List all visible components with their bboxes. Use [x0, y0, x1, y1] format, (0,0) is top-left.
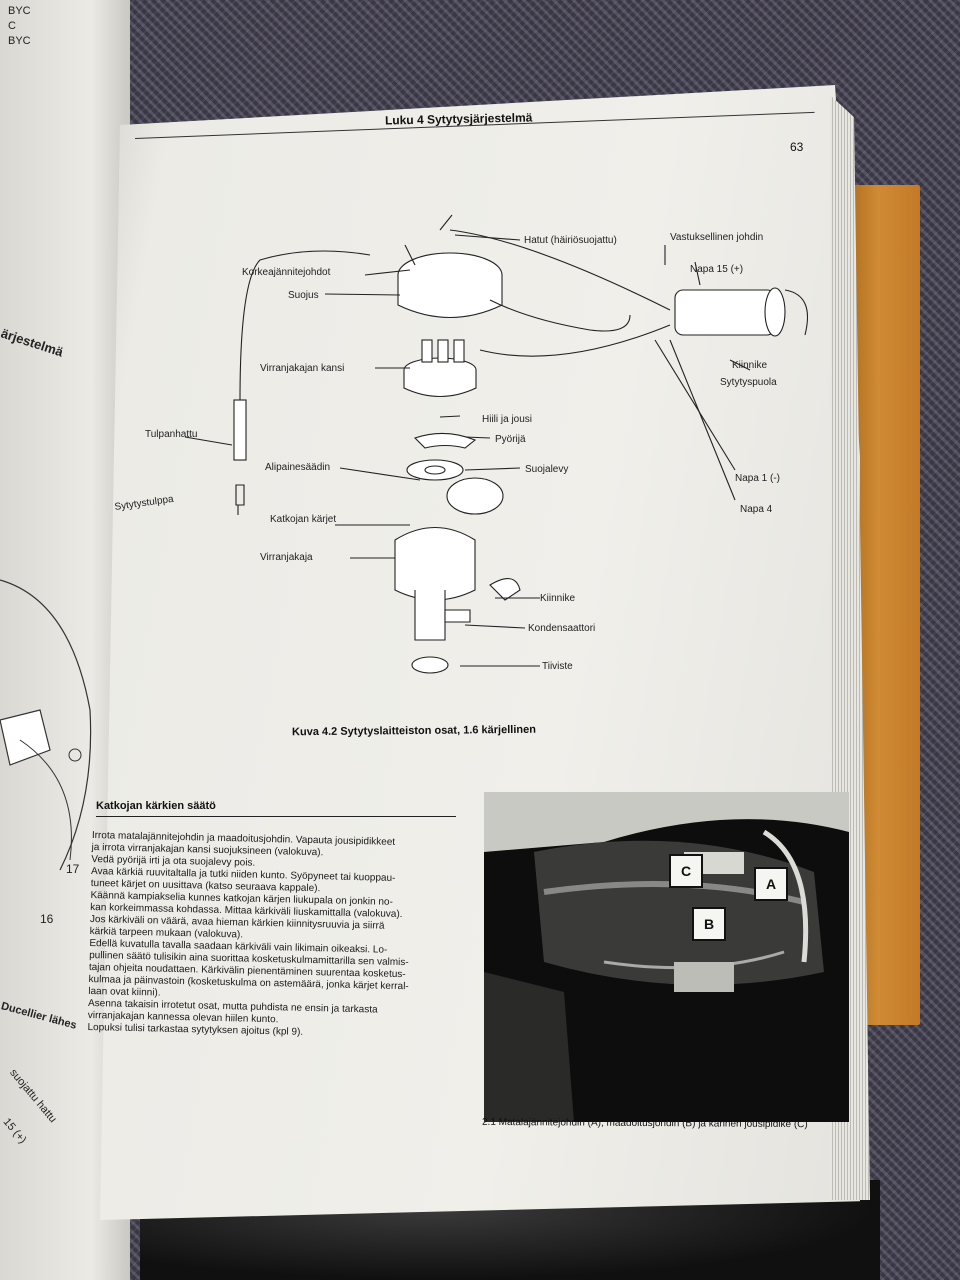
- label-alipainesaadin: Alipainesäädin: [265, 462, 330, 473]
- spark-plug-shape: [235, 484, 245, 515]
- label-virranjakaja: Virranjakaja: [260, 552, 313, 563]
- label-pyorija: Pyörijä: [495, 434, 526, 445]
- coil-shape: [674, 289, 776, 336]
- left-fragment: 16: [40, 912, 54, 926]
- plug-cap-shape: [233, 399, 247, 461]
- label-suojus: Suojus: [288, 290, 319, 301]
- label-tulpanhattu: Tulpanhattu: [145, 429, 197, 440]
- ignition-diagram: Hatut (häiriösuojattu) Vastuksellinen jo…: [114, 214, 809, 674]
- photo-caption: 2.1 Matalajännitejohdin (A), maadoitusjo…: [481, 1116, 808, 1131]
- label-hiili: Hiili ja jousi: [482, 414, 532, 425]
- label-hatut: Hatut (häiriösuojattu): [524, 235, 617, 246]
- page-number: 63: [790, 140, 804, 154]
- ht-lead: [239, 250, 371, 401]
- photo-label-a: A: [754, 867, 788, 901]
- label-kiinnike: Kiinnike: [540, 593, 575, 604]
- left-fragment: C: [8, 20, 16, 32]
- label-kiinnike-top: Kiinnike: [732, 360, 767, 371]
- label-suojalevy: Suojalevy: [525, 464, 568, 475]
- figure-caption: Kuva 4.2 Sytytyslaitteiston osat, 1.6 kä…: [291, 723, 536, 739]
- label-katkojan-karjet: Katkojan kärjet: [270, 514, 336, 525]
- section-title: Katkojan kärkien säätö: [96, 800, 216, 812]
- left-fragment: 17: [66, 862, 80, 876]
- photo-label-b: B: [692, 907, 726, 941]
- label-sytytyspuola: Sytytyspuola: [720, 377, 777, 388]
- label-napa4: Napa 4: [740, 504, 773, 515]
- left-fragment: Ducellier lähes: [0, 1000, 78, 1032]
- left-fragment: BYC: [8, 5, 31, 17]
- photo-label-c: C: [669, 854, 703, 888]
- label-napa1: Napa 1 (-): [735, 473, 780, 484]
- left-fragment: suojattu hattu: [7, 1066, 59, 1126]
- left-fragment: BYC: [8, 35, 31, 47]
- label-napa15: Napa 15 (+): [690, 264, 743, 275]
- label-tiiviste: Tiiviste: [542, 661, 573, 672]
- left-fragment: ärjestelmä: [0, 325, 66, 360]
- section-body: Irrota matalajännitejohdin ja maadoitusj…: [87, 830, 462, 1042]
- engine-photo: C A B: [484, 792, 849, 1122]
- label-sytytystulppa: Sytytystulppa: [114, 494, 175, 513]
- label-vastuksellinen: Vastuksellinen johdin: [670, 232, 763, 243]
- label-virranjakajan-kansi: Virranjakajan kansi: [260, 363, 344, 374]
- section-rule: [96, 816, 456, 817]
- label-kondensaattori: Kondensaattori: [528, 623, 595, 634]
- label-korkeajannite: Korkeajännitejohdot: [242, 267, 331, 278]
- left-fragment: 15 (+): [0, 1116, 29, 1146]
- left-page-drawing: [0, 579, 92, 871]
- engine-photo-shapes: [484, 792, 849, 1122]
